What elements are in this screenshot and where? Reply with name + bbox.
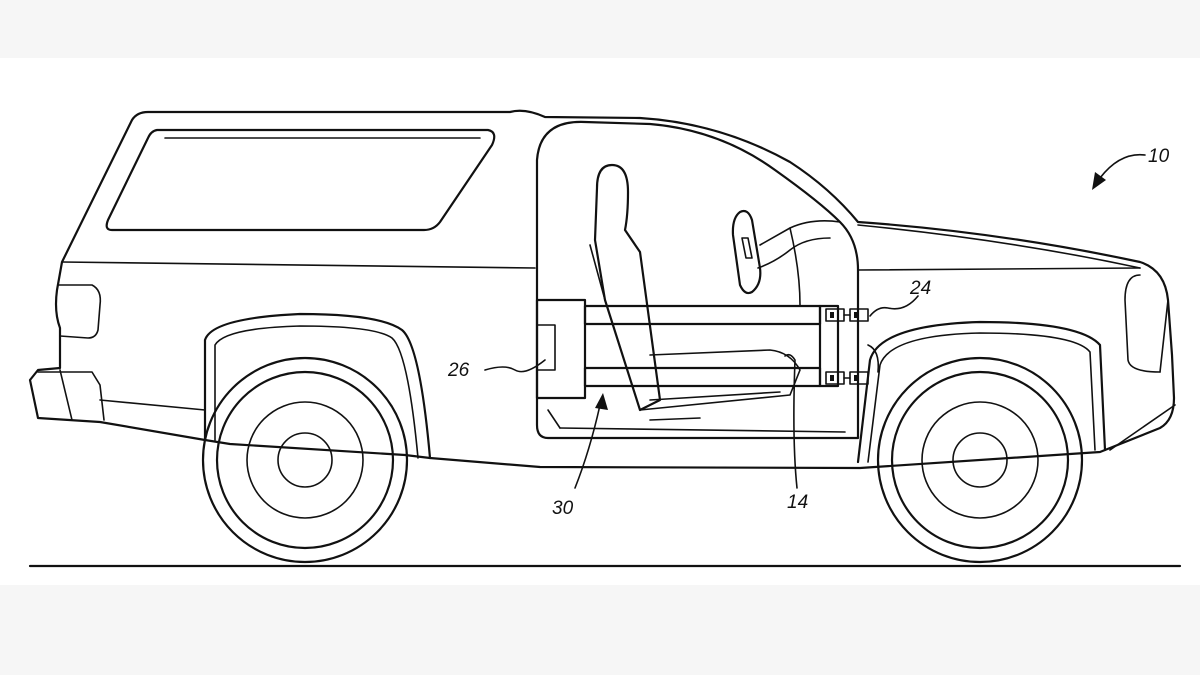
leader-30-arrowhead: [595, 393, 608, 410]
drawing-sheet: [0, 58, 1200, 585]
seat: [589, 163, 801, 421]
frame-assembly: [535, 298, 869, 400]
label-rail-connector: 24: [909, 278, 931, 299]
steering-wheel: [731, 209, 841, 306]
leader-10: [1099, 153, 1146, 179]
leader-10-arrowhead: [1092, 172, 1106, 190]
cap-window: [105, 128, 496, 232]
door-opening: [535, 120, 860, 440]
leader-26: [484, 359, 546, 373]
leader-24: [869, 295, 919, 317]
leader-30: [574, 404, 601, 489]
label-seat: 14: [787, 492, 808, 513]
vehicle-body: [28, 109, 1176, 470]
front-wheel-arch: [856, 320, 1107, 464]
leader-14: [784, 353, 798, 489]
label-vehicle: 10: [1148, 146, 1170, 167]
rear-mount-plate: [536, 324, 556, 371]
lower-connector: [825, 371, 869, 385]
front-post: [818, 304, 840, 388]
front-wheel: [876, 356, 1084, 564]
rear-wheel-arch: [203, 312, 432, 460]
leader-24-lower: [867, 344, 880, 373]
label-frame-assembly: 30: [552, 498, 574, 519]
label-rear-mount: 26: [447, 360, 470, 381]
upper-connector: [825, 308, 869, 322]
rear-wheel: [201, 356, 409, 564]
